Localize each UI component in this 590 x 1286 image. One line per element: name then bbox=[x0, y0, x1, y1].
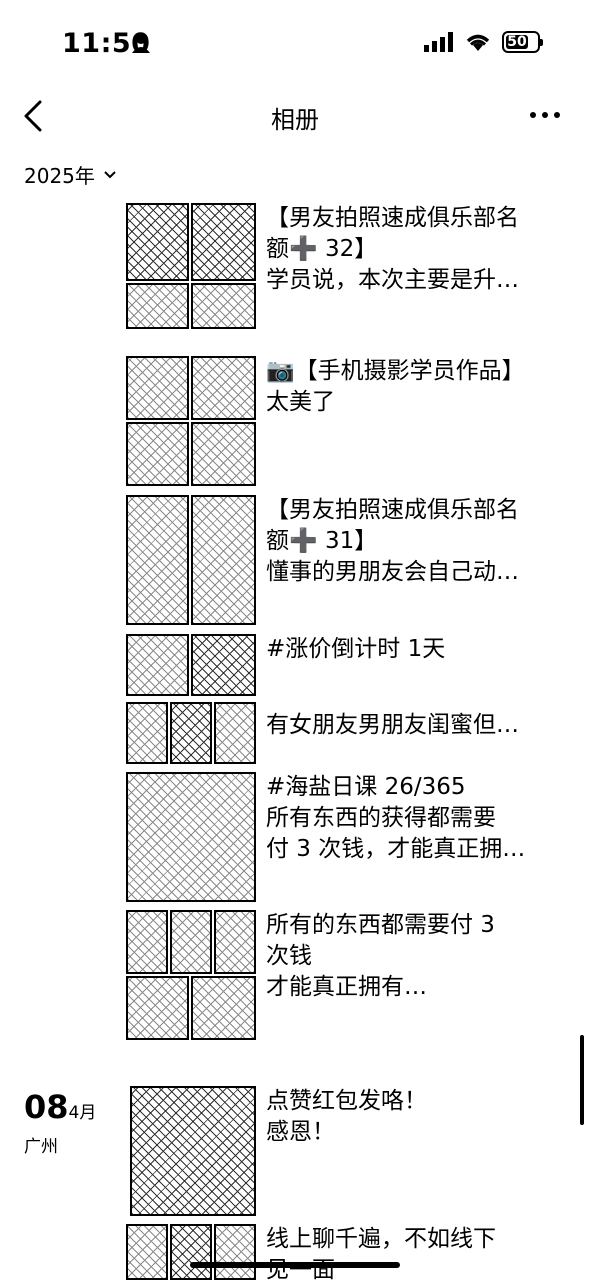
year-label: 2025年 bbox=[24, 164, 95, 188]
status-icons: 50 bbox=[424, 31, 543, 53]
album-entry[interactable]: 有女朋友男朋友闺蜜但… bbox=[126, 702, 566, 764]
entry-text: #海盐日课 26/365 所有东西的获得都需要 付 3 次钱，才能真正拥… bbox=[266, 774, 526, 862]
entry-text: 📷【手机摄影学员作品】 太美了 bbox=[266, 358, 525, 415]
nav-bar: 相册 bbox=[0, 90, 590, 140]
status-bar: 11:50 50 bbox=[0, 0, 590, 90]
album-entry[interactable]: 线上聊千遍，不如线下 见一面 bbox=[126, 1224, 566, 1286]
entry-thumbnail[interactable] bbox=[126, 356, 256, 486]
entry-text: 线上聊千遍，不如线下 见一面 bbox=[266, 1226, 496, 1283]
date-group-header: 084月 广州 bbox=[24, 1088, 96, 1157]
album-entry[interactable]: 点赞红包发咯！ 感恩！ bbox=[126, 1086, 566, 1216]
more-options-button[interactable] bbox=[528, 98, 562, 132]
year-selector[interactable]: 2025年 bbox=[24, 160, 117, 189]
battery-level: 50 bbox=[506, 34, 528, 50]
entry-thumbnail[interactable] bbox=[126, 634, 256, 696]
wifi-icon bbox=[466, 34, 490, 51]
entry-thumbnail[interactable] bbox=[126, 772, 256, 902]
entry-text: 【男友拍照速成俱乐部名 额➕ 32】 学员说，本次主要是升… bbox=[266, 205, 519, 293]
album-entry[interactable]: 所有的东西都需要付 3 次钱 才能真正拥有… bbox=[126, 910, 566, 1040]
album-entry[interactable]: #海盐日课 26/365 所有东西的获得都需要 付 3 次钱，才能真正拥… bbox=[126, 772, 566, 902]
scrollbar[interactable] bbox=[580, 1035, 584, 1125]
back-button[interactable] bbox=[20, 96, 50, 136]
entry-thumbnail[interactable] bbox=[126, 1224, 256, 1280]
album-entry[interactable]: 【男友拍照速成俱乐部名 额➕ 32】 学员说，本次主要是升… bbox=[126, 203, 566, 329]
entry-thumbnail[interactable] bbox=[126, 203, 256, 329]
status-time: 11:50 bbox=[62, 28, 151, 59]
entry-thumbnail[interactable] bbox=[126, 910, 256, 1040]
album-entry[interactable]: 【男友拍照速成俱乐部名 额➕ 31】 懂事的男朋友会自己动… bbox=[126, 495, 566, 625]
location-label: 广州 bbox=[24, 1137, 58, 1157]
entry-text: 所有的东西都需要付 3 次钱 才能真正拥有… bbox=[266, 912, 495, 1000]
date-day: 08 bbox=[24, 1088, 69, 1126]
home-indicator[interactable] bbox=[190, 1262, 400, 1268]
entry-thumbnail[interactable] bbox=[126, 495, 256, 625]
entry-text: 【男友拍照速成俱乐部名 额➕ 31】 懂事的男朋友会自己动… bbox=[266, 497, 519, 585]
album-entry[interactable]: 📷【手机摄影学员作品】 太美了 bbox=[126, 356, 566, 486]
entry-thumbnail[interactable] bbox=[126, 702, 256, 764]
signal-icon bbox=[424, 32, 453, 52]
person-icon bbox=[132, 34, 150, 53]
entry-text: #涨价倒计时 1天 bbox=[266, 636, 446, 662]
page-title: 相册 bbox=[271, 106, 319, 134]
entry-text: 点赞红包发咯！ 感恩！ bbox=[266, 1088, 427, 1145]
album-entry[interactable]: #涨价倒计时 1天 bbox=[126, 634, 566, 696]
date-month: 4月 bbox=[68, 1103, 97, 1123]
chevron-down-icon bbox=[104, 170, 116, 178]
entry-thumbnail[interactable] bbox=[126, 1086, 256, 1216]
entry-text: 有女朋友男朋友闺蜜但… bbox=[266, 712, 519, 738]
battery-icon: 50 bbox=[502, 31, 543, 53]
